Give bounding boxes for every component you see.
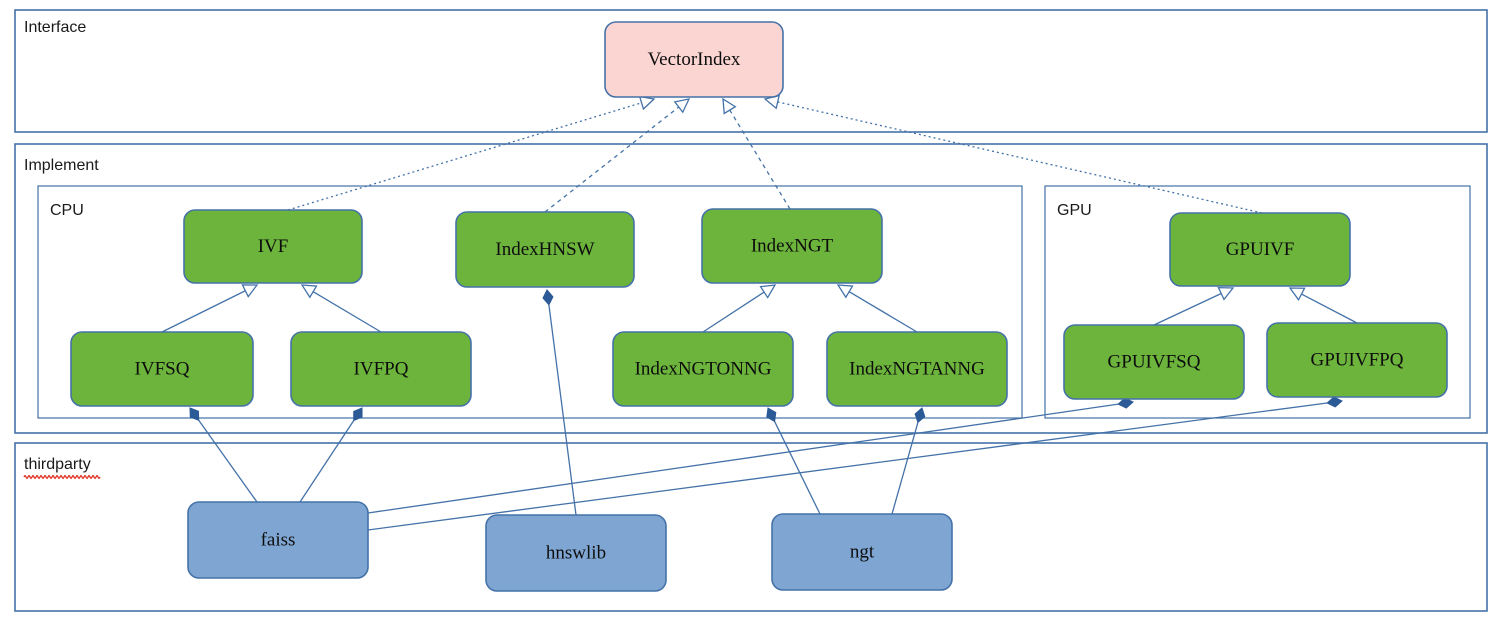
edge-line	[312, 291, 382, 333]
class-box-IVF[interactable]	[183, 209, 363, 284]
class-label-IndexHNSW: IndexHNSW	[495, 239, 594, 260]
class-node-GPUIVF[interactable]: GPUIVF	[1169, 212, 1351, 287]
class-box-IndexNGT[interactable]	[701, 208, 883, 284]
subpackage-border-gpu	[1044, 185, 1471, 419]
class-label-GPUIVFSQ: GPUIVFSQ	[1108, 351, 1201, 372]
package-label-implement: Implement	[24, 157, 99, 174]
class-node-VectorIndex[interactable]: VectorIndex	[604, 21, 784, 98]
edge-line	[729, 109, 791, 210]
edge-line	[1153, 292, 1222, 326]
edge-faiss-to-IVFSQ	[189, 407, 258, 503]
class-node-hnswlib[interactable]: hnswlib	[485, 514, 667, 592]
class-node-IVFPQ[interactable]: IVFPQ	[290, 331, 472, 407]
subpackage-label-cpu: CPU	[50, 202, 84, 219]
edge-line	[367, 402, 1328, 531]
class-label-GPUIVFPQ: GPUIVFPQ	[1311, 349, 1404, 370]
package-label-thirdparty: thirdparty	[24, 456, 91, 473]
filled-diamond-arrowhead	[914, 407, 926, 424]
edge-line	[702, 291, 765, 333]
hollow-triangle-arrowhead	[1217, 286, 1235, 301]
class-label-hnswlib: hnswlib	[546, 542, 606, 563]
edge-GPUIVFSQ-to-GPUIVF	[1153, 286, 1235, 326]
class-box-IndexHNSW[interactable]	[455, 211, 635, 288]
subpackage-border-cpu	[37, 185, 1023, 419]
class-node-IndexHNSW[interactable]: IndexHNSW	[455, 211, 635, 288]
subpackage-gpu: GPU	[1044, 185, 1471, 419]
class-label-IndexNGTONNG: IndexNGTONNG	[635, 358, 772, 379]
edge-line	[299, 420, 355, 503]
relationship-edges	[161, 94, 1358, 531]
edge-line	[891, 422, 919, 515]
hollow-triangle-arrowhead	[241, 284, 259, 298]
edge-hnswlib-to-IndexHNSW	[542, 289, 577, 516]
edge-IVFSQ-to-IVF	[161, 284, 259, 333]
class-box-IVFSQ[interactable]	[70, 331, 254, 407]
edge-line	[287, 102, 642, 211]
class-box-ngt[interactable]	[771, 513, 953, 591]
class-label-GPUIVF: GPUIVF	[1226, 239, 1295, 260]
class-label-VectorIndex: VectorIndex	[648, 49, 741, 70]
class-label-IVF: IVF	[258, 236, 289, 257]
class-box-GPUIVFSQ[interactable]	[1063, 324, 1245, 400]
class-node-GPUIVFSQ[interactable]: GPUIVFSQ	[1063, 324, 1245, 400]
class-box-IndexNGTONNG[interactable]	[612, 331, 794, 407]
class-box-IndexNGTANNG[interactable]	[826, 331, 1008, 407]
edge-ngt-to-IndexNGTANNG	[891, 407, 926, 515]
edge-line	[367, 403, 1119, 514]
hollow-triangle-arrowhead	[673, 98, 691, 114]
class-node-IVF[interactable]: IVF	[183, 209, 363, 284]
edge-faiss-to-IVFPQ	[299, 407, 363, 503]
edge-line	[848, 291, 918, 333]
class-node-GPUIVFPQ[interactable]: GPUIVFPQ	[1266, 322, 1448, 398]
class-box-GPUIVFPQ[interactable]	[1266, 322, 1448, 398]
class-node-IVFSQ[interactable]: IVFSQ	[70, 331, 254, 407]
edge-IndexNGTANNG-to-IndexNGT	[836, 284, 918, 333]
filled-diamond-arrowhead	[1326, 396, 1343, 408]
class-node-IndexNGTONNG[interactable]: IndexNGTONNG	[612, 331, 794, 407]
hollow-triangle-arrowhead	[300, 284, 318, 299]
class-label-IndexNGT: IndexNGT	[751, 235, 834, 256]
edge-faiss-to-GPUIVFPQ	[367, 396, 1343, 531]
class-label-IVFPQ: IVFPQ	[354, 358, 409, 379]
spellcheck-underline-thirdparty	[23, 475, 101, 479]
class-node-ngt[interactable]: ngt	[771, 513, 953, 591]
filled-diamond-arrowhead	[542, 289, 554, 306]
class-label-IVFSQ: IVFSQ	[135, 358, 190, 379]
hollow-triangle-arrowhead	[1288, 287, 1306, 302]
class-node-faiss[interactable]: faiss	[187, 501, 369, 579]
class-node-IndexNGTANNG[interactable]: IndexNGTANNG	[826, 331, 1008, 407]
edge-IndexNGT-to-VectorIndex	[722, 97, 791, 210]
class-node-IndexNGT[interactable]: IndexNGT	[701, 208, 883, 284]
subpackage-panels: CPU GPU	[37, 185, 1471, 419]
class-box-IVFPQ[interactable]	[290, 331, 472, 407]
class-box-hnswlib[interactable]	[485, 514, 667, 592]
hollow-triangle-arrowhead	[836, 284, 854, 299]
filled-diamond-arrowhead	[766, 407, 777, 423]
edge-line	[198, 419, 258, 503]
edge-line	[1301, 293, 1358, 324]
class-box-GPUIVF[interactable]	[1169, 212, 1351, 287]
package-label-interface: Interface	[24, 19, 86, 36]
class-label-ngt: ngt	[850, 541, 875, 562]
hollow-triangle-arrowhead	[722, 97, 737, 115]
class-box-faiss[interactable]	[187, 501, 369, 579]
edge-GPUIVFPQ-to-GPUIVF	[1288, 287, 1358, 324]
subpackage-cpu: CPU	[37, 185, 1023, 419]
edge-IndexNGTONNG-to-IndexNGT	[702, 284, 777, 333]
filled-diamond-arrowhead	[189, 407, 200, 421]
hollow-triangle-arrowhead	[759, 284, 777, 299]
edge-IVFPQ-to-IVF	[300, 284, 382, 333]
edge-line	[161, 290, 246, 333]
edge-IndexHNSW-to-VectorIndex	[544, 98, 691, 213]
class-label-IndexNGTANNG: IndexNGTANNG	[849, 358, 985, 379]
edge-line	[548, 304, 577, 516]
class-label-faiss: faiss	[261, 529, 296, 550]
edge-ngt-to-IndexNGTONNG	[766, 407, 821, 515]
edge-line	[774, 421, 821, 515]
subpackage-label-gpu: GPU	[1057, 202, 1092, 219]
filled-diamond-arrowhead	[353, 407, 363, 422]
class-box-VectorIndex[interactable]	[604, 21, 784, 98]
